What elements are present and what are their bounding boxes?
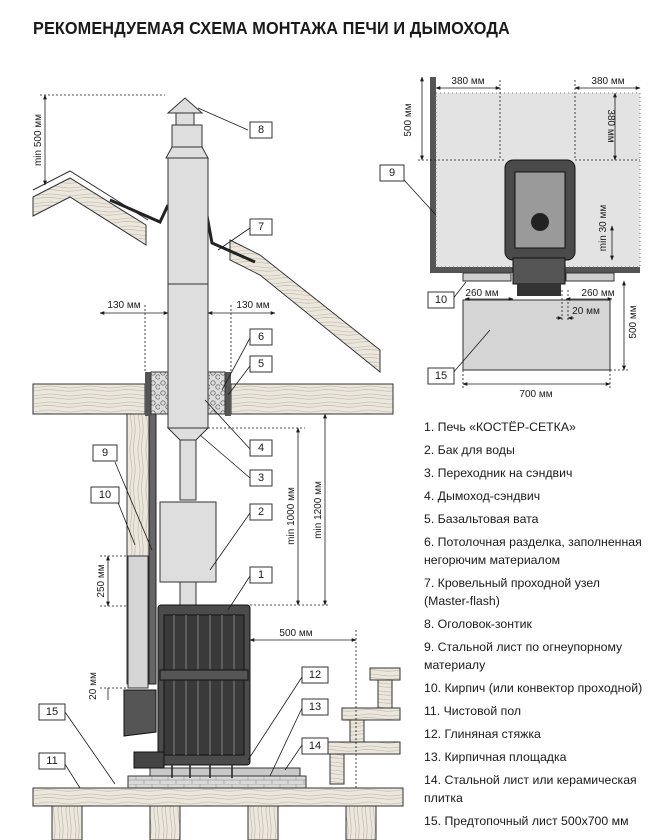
legend-item: 6. Потолочная разделка, заполненная него…: [424, 535, 642, 567]
wall-brick: [127, 555, 149, 689]
stairs: [317, 667, 401, 785]
plan-dim-700: 700 мм: [519, 389, 552, 400]
plan-dim-min30: min 30 мм: [598, 205, 609, 252]
plan-dimension-lines: [403, 76, 641, 390]
callout-14: 14: [309, 740, 321, 752]
dim-20: 20 мм: [88, 672, 99, 700]
legend-item: 15. Предтопочный лист 500х700 мм: [424, 814, 629, 828]
wall-steel-sheet: [148, 413, 157, 685]
dim-130-left: 130 мм: [107, 300, 140, 311]
callout-10: 10: [99, 489, 111, 501]
legend-item: 2. Бак для воды: [424, 443, 515, 457]
roof-left: [32, 170, 170, 246]
legend-item: 12. Глиняная стяжка: [424, 727, 541, 741]
legend-item: 13. Кирпичная площадка: [424, 750, 567, 764]
plan-dim-260-right: 260 мм: [581, 288, 614, 299]
dim-min500-roof: min 500 мм: [33, 114, 44, 166]
callout-leaders: [62, 107, 303, 789]
diagram-title: РЕКОМЕНДУЕМАЯ СХЕМА МОНТАЖА ПЕЧИ И ДЫМОХ…: [33, 18, 510, 38]
stove: [123, 604, 251, 778]
pipe-lower: [179, 581, 197, 607]
ceiling-pass-right: [225, 372, 231, 416]
callout-7: 7: [258, 221, 264, 233]
dim-min1000: min 1000 мм: [286, 487, 297, 545]
callout-15: 15: [46, 706, 58, 718]
callout-12: 12: [309, 669, 321, 681]
legend-item: 1. Печь «КОСТЁР-СЕТКА»: [424, 420, 576, 434]
callout-1: 1: [258, 569, 264, 581]
legend-item: 7. Кровельный проходной узел (Master-fla…: [424, 576, 600, 608]
dim-front500: 500 мм: [279, 628, 312, 639]
callout-9: 9: [102, 447, 108, 459]
legend-item: 4. Дымоход-сэндвич: [424, 489, 541, 503]
callout-4: 4: [258, 442, 264, 454]
callout-5: 5: [258, 358, 264, 370]
plan-dim-500-wall: 500 мм: [403, 103, 414, 136]
callout-13: 13: [309, 701, 321, 713]
legend-item: 3. Переходник на сэндвич: [424, 466, 573, 480]
plan-dim-380-depth: 380 мм: [605, 109, 616, 142]
plan-callout-15: 15: [435, 370, 447, 382]
callout-2: 2: [258, 506, 264, 518]
dim-250: 250 мм: [96, 564, 107, 597]
plan-dim-500-front: 500 мм: [628, 305, 639, 338]
dimension-lines: [40, 94, 357, 788]
legend-item: 8. Оголовок-зонтик: [424, 617, 532, 631]
legend-list: 1. Печь «КОСТЁР-СЕТКА» 2. Бак для воды 3…: [424, 418, 648, 835]
plan-dim-260-left: 260 мм: [465, 288, 498, 299]
plan-view: [430, 77, 641, 371]
legend-item: 14. Стальной лист или керамическая плитк…: [424, 773, 637, 805]
ceiling-beam-left: [32, 383, 146, 415]
floor: [32, 787, 404, 807]
dim-130-right: 130 мм: [236, 300, 269, 311]
chimney: [165, 97, 210, 501]
callout-11: 11: [46, 755, 57, 767]
legend-item: 5. Базальтовая вата: [424, 512, 539, 526]
plan-dim-380-right: 380 мм: [591, 76, 624, 87]
callout-6: 6: [258, 331, 264, 343]
plan-callout-9: 9: [389, 167, 395, 179]
legend-item: 9. Стальной лист по огнеупорному материа…: [424, 640, 623, 672]
ceiling-pass-left: [145, 372, 151, 416]
plan-callout-10: 10: [435, 294, 447, 306]
dim-min1200: min 1200 мм: [313, 481, 324, 539]
steel-sheet: [149, 767, 301, 777]
legend-item: 10. Кирпич (или конвектор проходной): [424, 681, 643, 695]
plan-dim-20: 20 мм: [572, 306, 600, 317]
plan-dim-380-left: 380 мм: [451, 76, 484, 87]
legend-item: 11. Чистовой пол: [424, 704, 522, 718]
callout-8: 8: [258, 124, 264, 136]
callout-3: 3: [258, 472, 264, 484]
floor-joists: [51, 805, 377, 840]
brick-platform: [127, 775, 307, 789]
water-tank: [159, 501, 217, 583]
ceiling-beam-right: [230, 383, 394, 415]
